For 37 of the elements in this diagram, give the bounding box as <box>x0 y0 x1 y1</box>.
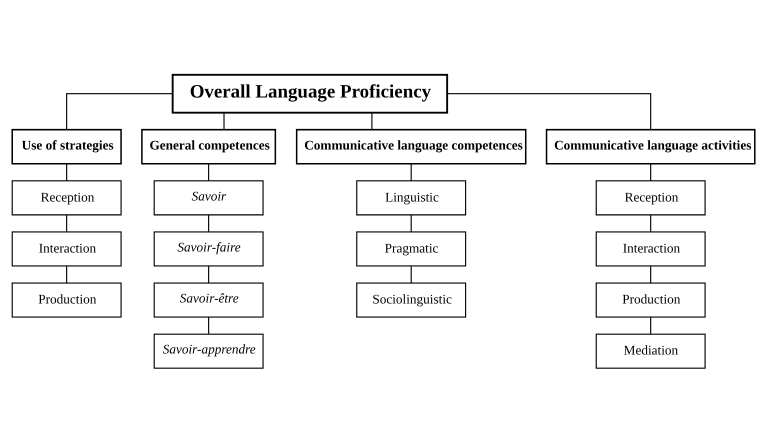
node-box: Use of strategies <box>11 128 122 165</box>
connector <box>208 317 210 334</box>
node-box: Savoir-apprendre <box>154 334 264 369</box>
connector <box>208 266 210 283</box>
node-box: Linguistic <box>356 180 466 216</box>
node-box: Production <box>12 282 122 318</box>
connector <box>410 164 412 181</box>
node-box: General competences <box>141 128 276 165</box>
connector <box>66 266 68 283</box>
connector <box>223 112 225 130</box>
node-box: Communicative language competences <box>296 128 526 165</box>
node-box: Mediation <box>596 334 706 369</box>
node-box: Overall Language Proficiency <box>172 74 448 114</box>
connector <box>650 317 652 334</box>
node-box: Savoir <box>154 180 264 216</box>
node-box: Interaction <box>596 231 706 267</box>
connector <box>371 112 372 130</box>
connector <box>447 93 652 130</box>
connector <box>650 215 652 232</box>
node-box: Interaction <box>12 231 122 267</box>
node-box: Pragmatic <box>356 231 466 267</box>
connector <box>66 215 68 232</box>
connector <box>650 164 652 181</box>
connector <box>66 164 68 181</box>
connector <box>410 215 412 232</box>
node-box: Reception <box>12 180 122 216</box>
connector <box>650 266 652 283</box>
connector <box>66 93 173 130</box>
node-box: Reception <box>596 180 706 216</box>
node-box: Sociolinguistic <box>356 282 466 318</box>
connector <box>410 266 412 283</box>
node-box: Communicative language activities <box>546 128 756 165</box>
node-box: Savoir-être <box>154 282 264 318</box>
node-box: Savoir-faire <box>154 231 264 267</box>
node-box: Production <box>596 282 706 318</box>
connector <box>208 164 210 181</box>
connector <box>208 215 210 232</box>
